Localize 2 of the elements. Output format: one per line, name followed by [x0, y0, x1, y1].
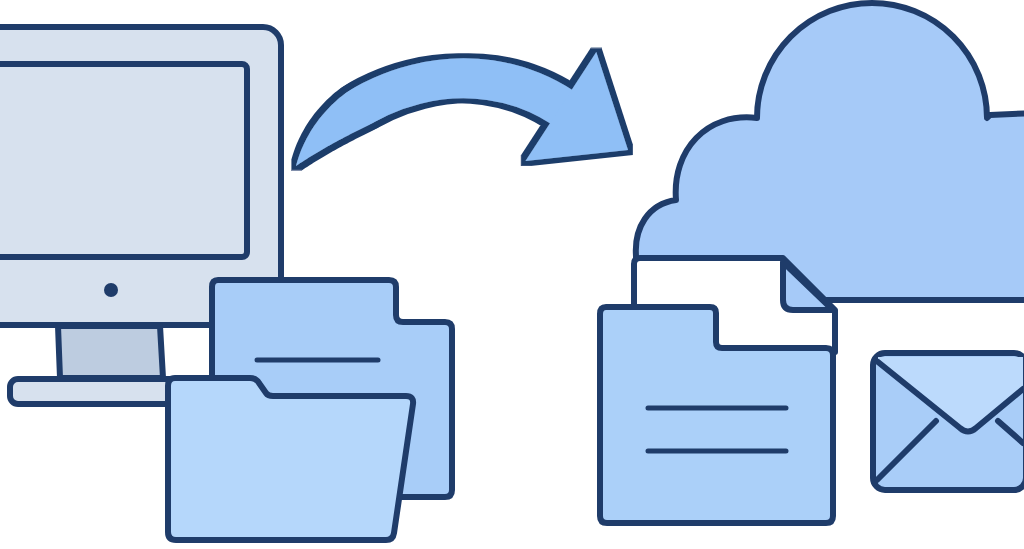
- cloud-illustration: [632, 0, 1024, 306]
- monitor-illustration: [0, 22, 286, 408]
